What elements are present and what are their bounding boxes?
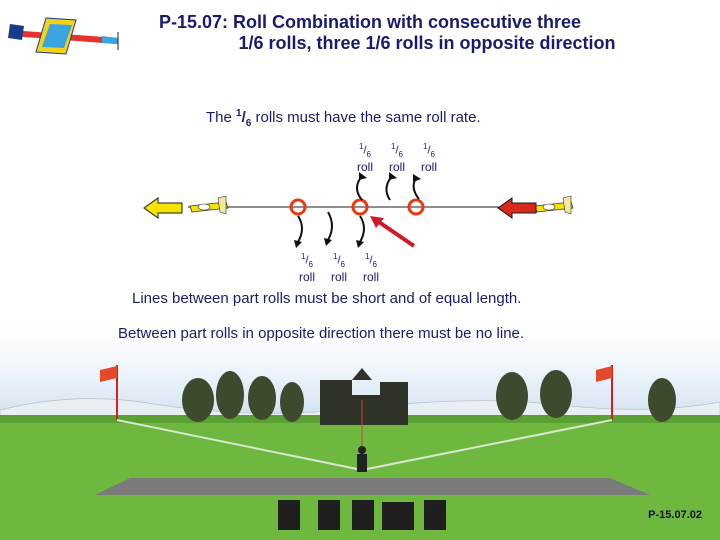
pilot-figure (357, 446, 367, 472)
maneuver-diagram (143, 172, 574, 248)
exit-airplane (189, 195, 229, 215)
logo-airplane (8, 17, 119, 55)
opposite-direction-note: Between part rolls in opposite direction… (118, 325, 525, 342)
roll-rate-prefix: The (206, 109, 232, 126)
lower-roll-arrow-2 (327, 211, 333, 241)
flying-field-scene (0, 365, 720, 540)
roll-rate-note: The 1/6 rolls must have the same roll ra… (206, 108, 481, 129)
left-flag (100, 365, 118, 420)
roll-marker-3 (407, 198, 425, 216)
trees-left (182, 371, 304, 422)
lower-roll-arrow-3 (359, 215, 365, 243)
figure-code: P-15.07.02 (648, 509, 702, 521)
right-flag (596, 365, 613, 420)
runway (95, 478, 650, 495)
roll-marker-2 (351, 198, 369, 216)
entry-airplane (534, 195, 574, 215)
page-title-line2: 1/6 rolls, three 1/6 rolls in opposite d… (238, 33, 616, 53)
page-title-line1: P-15.07: Roll Combination with consecuti… (158, 12, 582, 32)
trees-right (496, 370, 676, 422)
castle (320, 368, 408, 425)
exit-arrow (143, 197, 183, 219)
roll-rate-frac-num: 1 (236, 108, 242, 119)
roll-marker-1 (289, 198, 307, 216)
lower-roll-arrow-1 (297, 215, 303, 243)
line-length-note: Lines between part rolls must be short a… (132, 290, 522, 307)
roll-rate-suffix: rolls must have the same roll rate. (255, 109, 481, 126)
roll-rate-frac-den: 6 (245, 118, 252, 129)
wind-arrow (374, 218, 416, 248)
entry-arrow (497, 197, 537, 219)
judges (278, 500, 446, 530)
